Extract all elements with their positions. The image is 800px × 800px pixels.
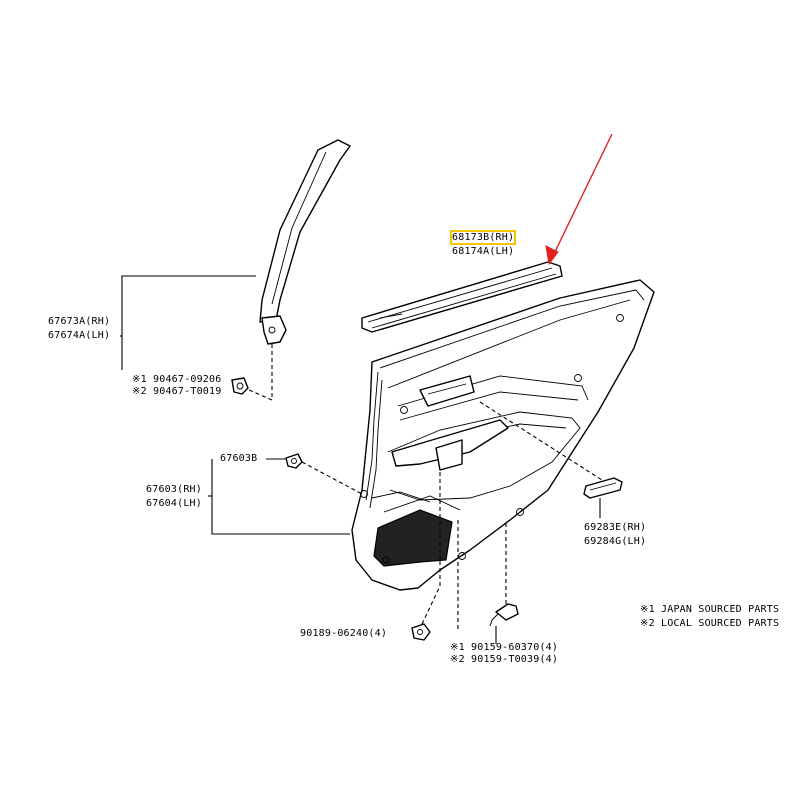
pillar-garnish-rh-label: 67673A(RH) [48,316,111,327]
bolt-note1-label: ※1 90159-60370(4) [450,642,559,653]
door-trim-panel [351,279,655,591]
belt-moulding-lh-label: 68174A(LH) [452,246,515,257]
pull-cover-lh-label: 69284G(LH) [584,536,647,547]
clip [285,453,303,469]
legend-japan-sourced: ※1 JAPAN SOURCED PARTS [640,604,780,615]
pull-cover-rh-label: 69283E(RH) [584,522,647,533]
nut-label: 90189-06240(4) [300,628,388,639]
belt-moulding-rh-label: 68173B(RH) [449,230,517,245]
garnish-screw-note1-label: ※1 90467-09206 [132,374,222,385]
door-panel-lh-label: 67604(LH) [146,498,202,509]
clip-label: 67603B [220,453,258,464]
red-arrow [545,133,613,266]
garnish-screw-note2-label: ※2 90467-T0019 [132,386,222,397]
pillar-garnish-lh-label: 67674A(LH) [48,330,111,341]
garnish-screw [231,377,249,395]
pull-cover [583,477,623,499]
door-panel-rh-label: 67603(RH) [146,484,202,495]
bolt-note2-label: ※2 90159-T0039(4) [450,654,559,665]
belt-moulding [361,261,563,333]
nut [411,623,431,641]
legend-local-sourced: ※2 LOCAL SOURCED PARTS [640,618,780,629]
pillar-garnish [259,139,351,345]
bolt [489,603,519,627]
